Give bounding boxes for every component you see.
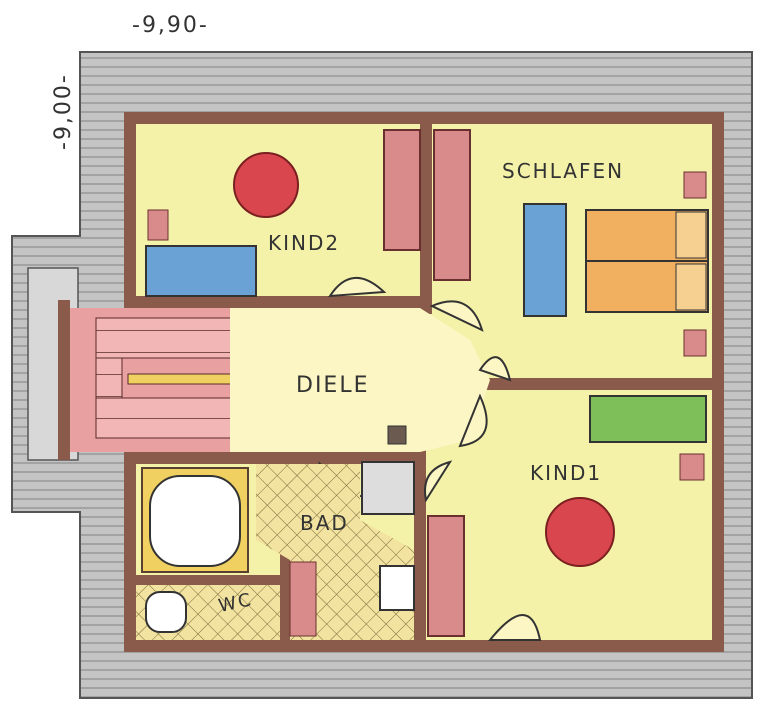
dimension-width: -9,90- — [132, 13, 209, 38]
hall-floor — [230, 308, 490, 452]
staircase — [70, 308, 274, 452]
label-kind2: KIND2 — [268, 231, 340, 255]
bathroom — [136, 461, 415, 640]
kind2-room — [145, 129, 421, 297]
interior-walls — [58, 124, 712, 640]
label-schlafen: SCHLAFEN — [502, 159, 624, 183]
dimension-labels: -9,90- -9,00- — [51, 13, 209, 150]
label-kind1: KIND1 — [530, 461, 602, 485]
label-diele: DIELE — [296, 373, 370, 398]
kind1-room — [427, 395, 707, 637]
dimension-height: -9,00- — [51, 73, 76, 150]
schlafen-room — [433, 129, 709, 357]
label-bad: BAD — [300, 511, 349, 535]
